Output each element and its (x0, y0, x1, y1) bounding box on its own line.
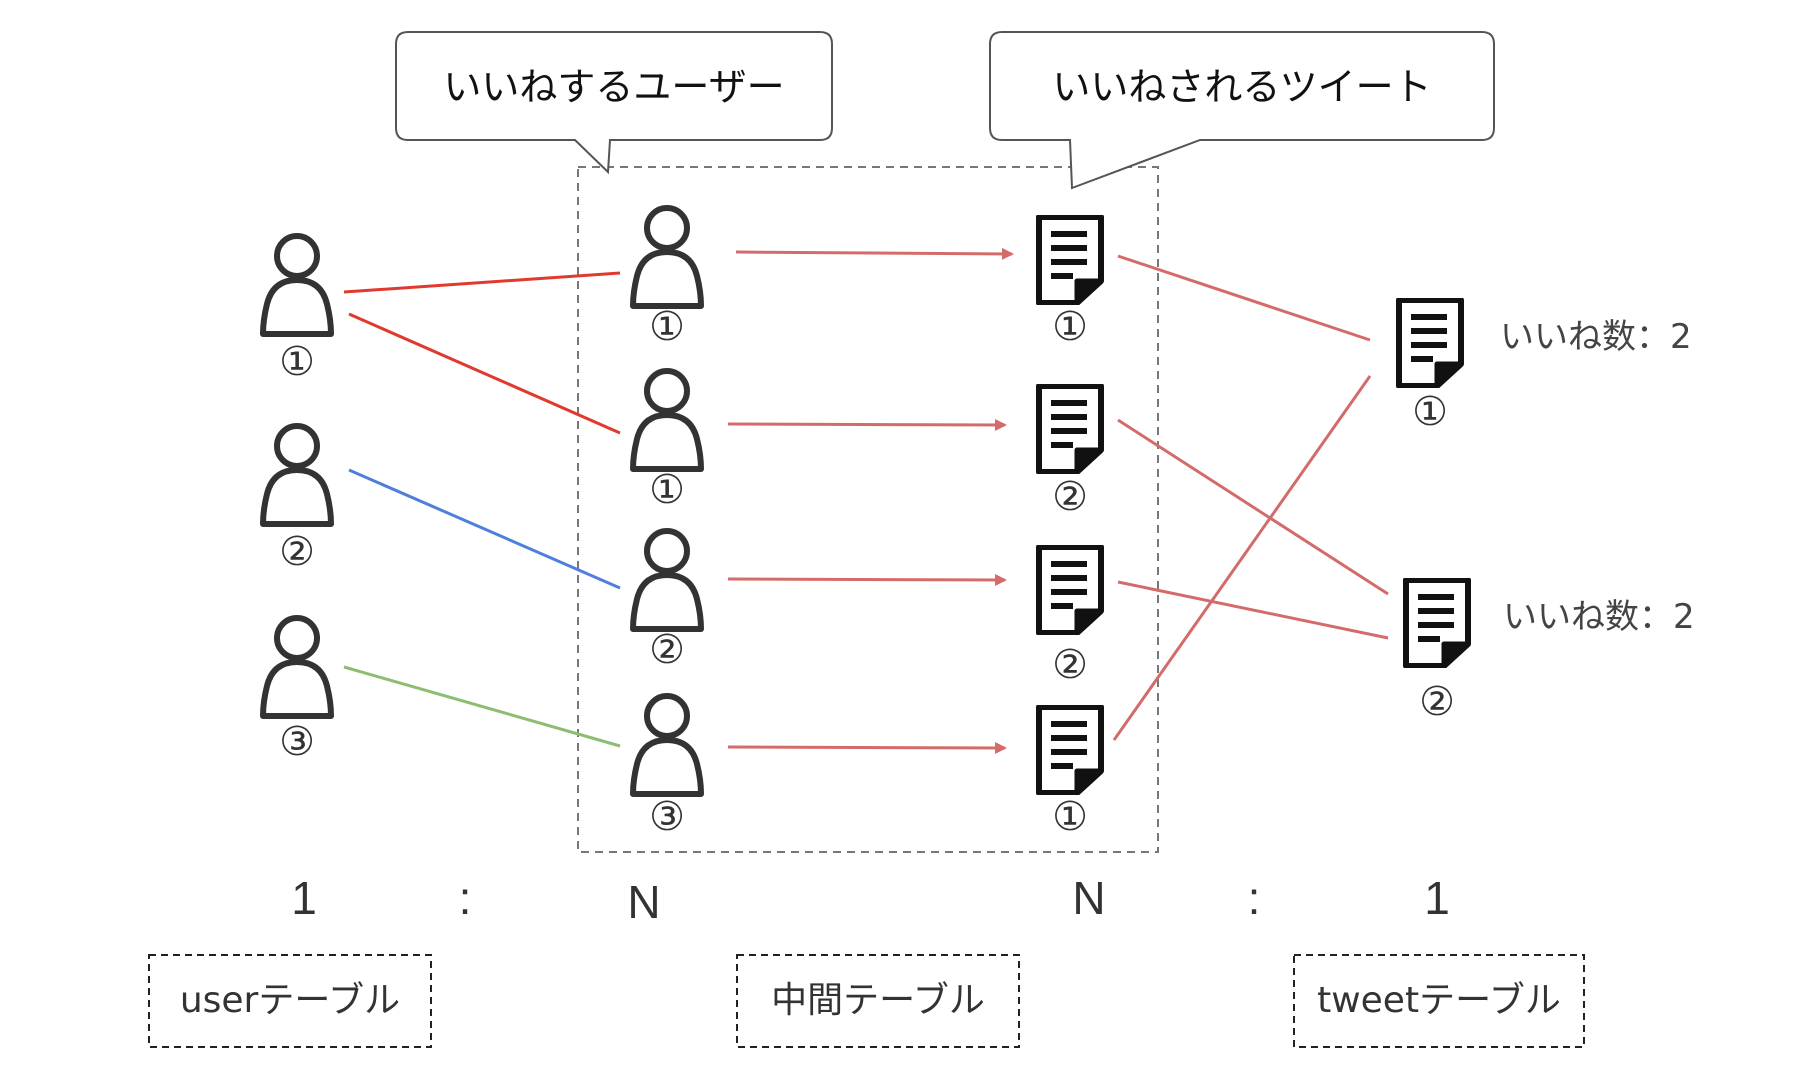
tweet-like-count: いいね数：2 (1503, 597, 1695, 637)
link-middle-tweet4-tweet1 (1112, 375, 1372, 741)
user-icon (633, 208, 701, 306)
user-label: ③ (279, 719, 315, 765)
middle-table-label: 中間テーブル (771, 980, 985, 1021)
document-icon (1406, 580, 1468, 666)
middle-user-3: ② (633, 531, 701, 673)
tweet-label: ① (1412, 389, 1448, 435)
user-icon (263, 618, 331, 716)
middle-tweet-3: ② (1039, 547, 1101, 688)
user-icon (263, 426, 331, 524)
middle-user-label: ① (649, 467, 685, 513)
ratio-right-n: N (1072, 872, 1105, 924)
tweet-node-2: ② いいね数：2 (1406, 580, 1695, 725)
user-icon (263, 236, 331, 334)
user-label: ① (279, 339, 315, 385)
middle-tweet-label: ① (1052, 304, 1088, 350)
arrow-row4 (727, 741, 1007, 754)
user-node-1: ① (263, 236, 331, 385)
document-icon (1039, 707, 1101, 793)
middle-table-region (577, 166, 1159, 853)
tweet-table-box: tweetテーブル (1293, 954, 1585, 1048)
middle-tweet-label: ② (1052, 642, 1088, 688)
middle-user-2: ① (633, 371, 701, 513)
user-table-box: userテーブル (148, 954, 432, 1048)
link-user1-middle2 (348, 312, 621, 435)
user-node-3: ③ (263, 618, 331, 765)
tweet-label: ② (1419, 679, 1455, 725)
middle-tweet-1: ① (1039, 217, 1101, 350)
document-icon (1039, 547, 1101, 633)
middle-user-4: ③ (633, 696, 701, 840)
user-table-label: userテーブル (180, 980, 400, 1021)
arrow-row3 (727, 573, 1007, 586)
middle-table-box: 中間テーブル (736, 954, 1020, 1048)
middle-user-label: ① (649, 304, 685, 350)
callout-liking-user-text: いいねするユーザー (443, 65, 784, 109)
document-icon (1039, 386, 1101, 472)
callout-liked-tweet: いいねされるツイート (989, 31, 1495, 190)
user-label: ② (279, 529, 315, 575)
document-icon (1039, 217, 1101, 303)
callout-liked-tweet-text: いいねされるツイート (1052, 65, 1431, 109)
link-user3-middle4 (343, 665, 621, 748)
middle-user-1: ① (633, 208, 701, 350)
middle-tweet-4: ① (1039, 707, 1101, 840)
callout-liking-user: いいねするユーザー (395, 31, 833, 175)
middle-user-label: ② (649, 627, 685, 673)
tweet-table-label: tweetテーブル (1317, 980, 1561, 1021)
ratio-left-n: N (627, 876, 660, 928)
middle-tweet-label: ② (1052, 474, 1088, 520)
arrow-row2 (727, 418, 1007, 431)
middle-tweet-label: ① (1052, 794, 1088, 840)
user-node-2: ② (263, 426, 331, 575)
link-user2-middle3 (348, 468, 621, 590)
ratio-right-colon: : (1248, 872, 1261, 924)
link-middle-tweet3-tweet2 (1117, 580, 1389, 640)
user-icon (633, 371, 701, 469)
link-user1-middle1 (343, 271, 621, 294)
tweet-like-count: いいね数：2 (1500, 317, 1692, 357)
middle-user-label: ③ (649, 794, 685, 840)
document-icon (1399, 300, 1461, 386)
arrow-row1 (735, 247, 1014, 260)
ratio-right-one: 1 (1424, 872, 1450, 924)
tweet-node-1: ① いいね数：2 (1399, 300, 1692, 435)
user-icon (633, 531, 701, 629)
ratio-left-one: 1 (291, 872, 317, 924)
user-icon (633, 696, 701, 794)
ratio-left-colon: : (459, 872, 472, 924)
link-middle-tweet2-tweet2 (1117, 418, 1389, 596)
link-middle-tweet1-tweet1 (1117, 254, 1371, 342)
middle-tweet-2: ② (1039, 386, 1101, 520)
